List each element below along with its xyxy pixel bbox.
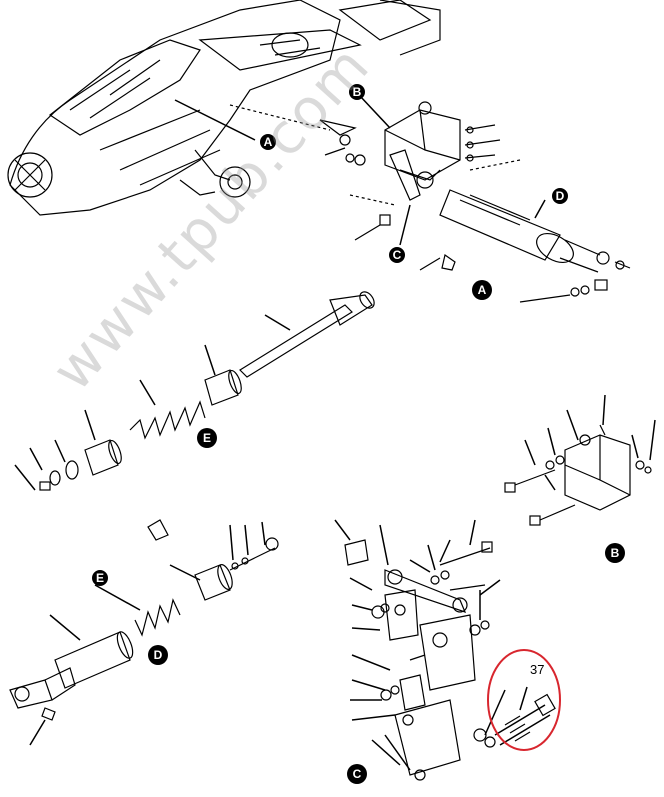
svg-text:D: D	[154, 648, 163, 662]
callout-badge-a-top: A	[260, 134, 276, 150]
helicopter-illustration	[7, 0, 441, 216]
svg-text:A: A	[264, 135, 273, 149]
assembly-d-group	[9, 519, 279, 746]
svg-text:B: B	[611, 546, 620, 560]
view-label-d: D	[148, 645, 168, 665]
svg-text:C: C	[393, 248, 402, 262]
assembly-a-group	[324, 95, 631, 303]
callout-badge-b-top: B	[349, 84, 365, 100]
view-label-e: E	[197, 428, 217, 448]
svg-text:E: E	[96, 571, 104, 585]
svg-text:B: B	[353, 85, 362, 99]
highlight-item-37: 37	[487, 649, 561, 751]
assembly-c-group	[334, 519, 556, 781]
view-label-b: B	[605, 543, 625, 563]
svg-text:A: A	[478, 283, 487, 297]
svg-text:C: C	[353, 767, 362, 781]
svg-text:37: 37	[530, 662, 544, 677]
svg-text:E: E	[203, 431, 211, 445]
svg-text:D: D	[556, 189, 565, 203]
assembly-b-group	[504, 394, 656, 526]
callout-badge-c-top: C	[389, 247, 405, 263]
view-label-c: C	[347, 764, 367, 784]
callout-badge-d-top: D	[552, 188, 568, 204]
assembly-e-group	[14, 291, 375, 491]
callout-badge-e-d: E	[92, 570, 108, 586]
view-label-a: A	[472, 280, 492, 300]
